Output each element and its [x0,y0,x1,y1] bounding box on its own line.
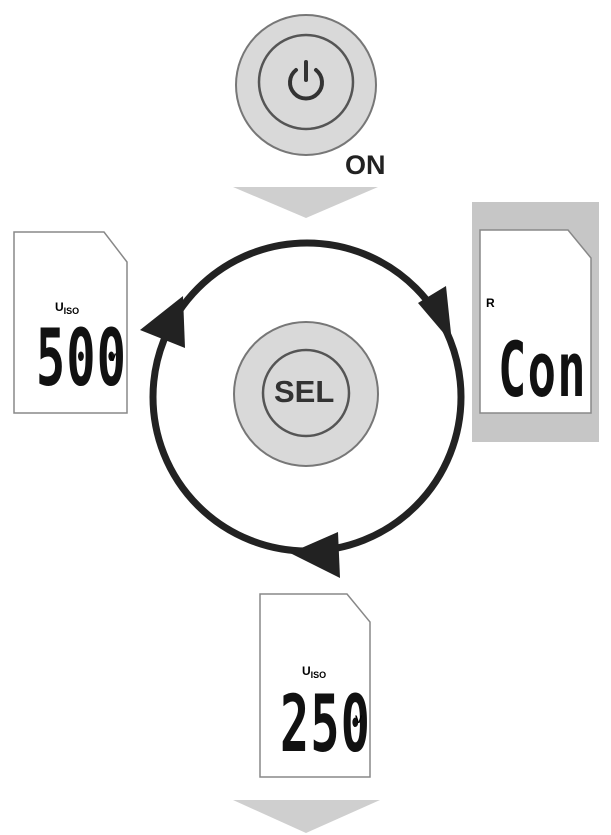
display-left-value: 500 [36,314,128,404]
display-left-frame [13,231,128,414]
select-button-graphic[interactable] [233,321,379,467]
display-bottom-frame [259,593,371,778]
display-left-unit: V [109,352,117,364]
display-left-param: UISO [55,300,80,316]
cycle-arrowhead-right [418,286,452,343]
display-right-param: R [486,296,495,310]
power-button-graphic[interactable] [235,14,377,156]
select-button-label[interactable]: SEL [274,374,335,409]
power-button-label: ON [345,150,386,180]
flow-arrow-bottom [233,800,380,833]
cycle-arrowhead-bottom [290,532,340,578]
power-icon [288,60,324,101]
display-bottom-value: 250 [280,680,372,770]
display-bottom-param: UISO [302,664,327,680]
display-right-value: Con [498,325,587,414]
flow-arrow-top [233,187,378,218]
cycle-arrowhead-left [140,296,185,348]
display-bottom-unit: V [355,714,363,726]
display-right-frame [479,229,592,414]
